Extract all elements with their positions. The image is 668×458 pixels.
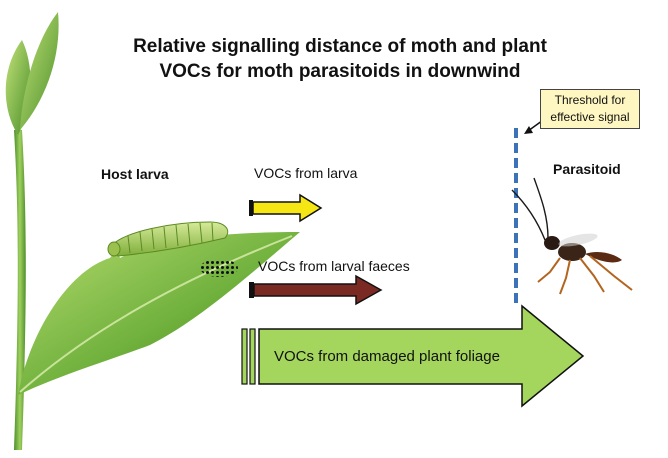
threshold-box: Threshold for effective signal [540,89,640,129]
faeces-voc-arrow [249,274,383,306]
title-line-2: VOCs for moth parasitoids in downwind [159,61,521,82]
larva-image [107,221,229,257]
larva-voc-arrow [249,193,323,223]
title-line-1: Relative signalling distance of moth and… [133,36,547,57]
foliage-voc-label: VOCs from damaged plant foliage [274,348,500,365]
larval-faeces-patch [200,259,238,277]
larva-voc-label: VOCs from larva [254,165,358,181]
parasitoid-wasp-image [511,177,633,295]
threshold-label-line-2: effective signal [550,110,630,124]
host-leaf [18,232,300,395]
host-larva-label: Host larva [101,166,169,182]
threshold-label-line-1: Threshold for [554,93,626,107]
plant-sprout [5,12,59,135]
foliage-voc-arrow [241,304,585,408]
plant-stem [14,130,26,450]
parasitoid-label: Parasitoid [553,161,621,177]
faeces-voc-label: VOCs from larval faeces [258,258,410,274]
diagram-title: Relative signalling distance of moth and… [110,34,570,84]
